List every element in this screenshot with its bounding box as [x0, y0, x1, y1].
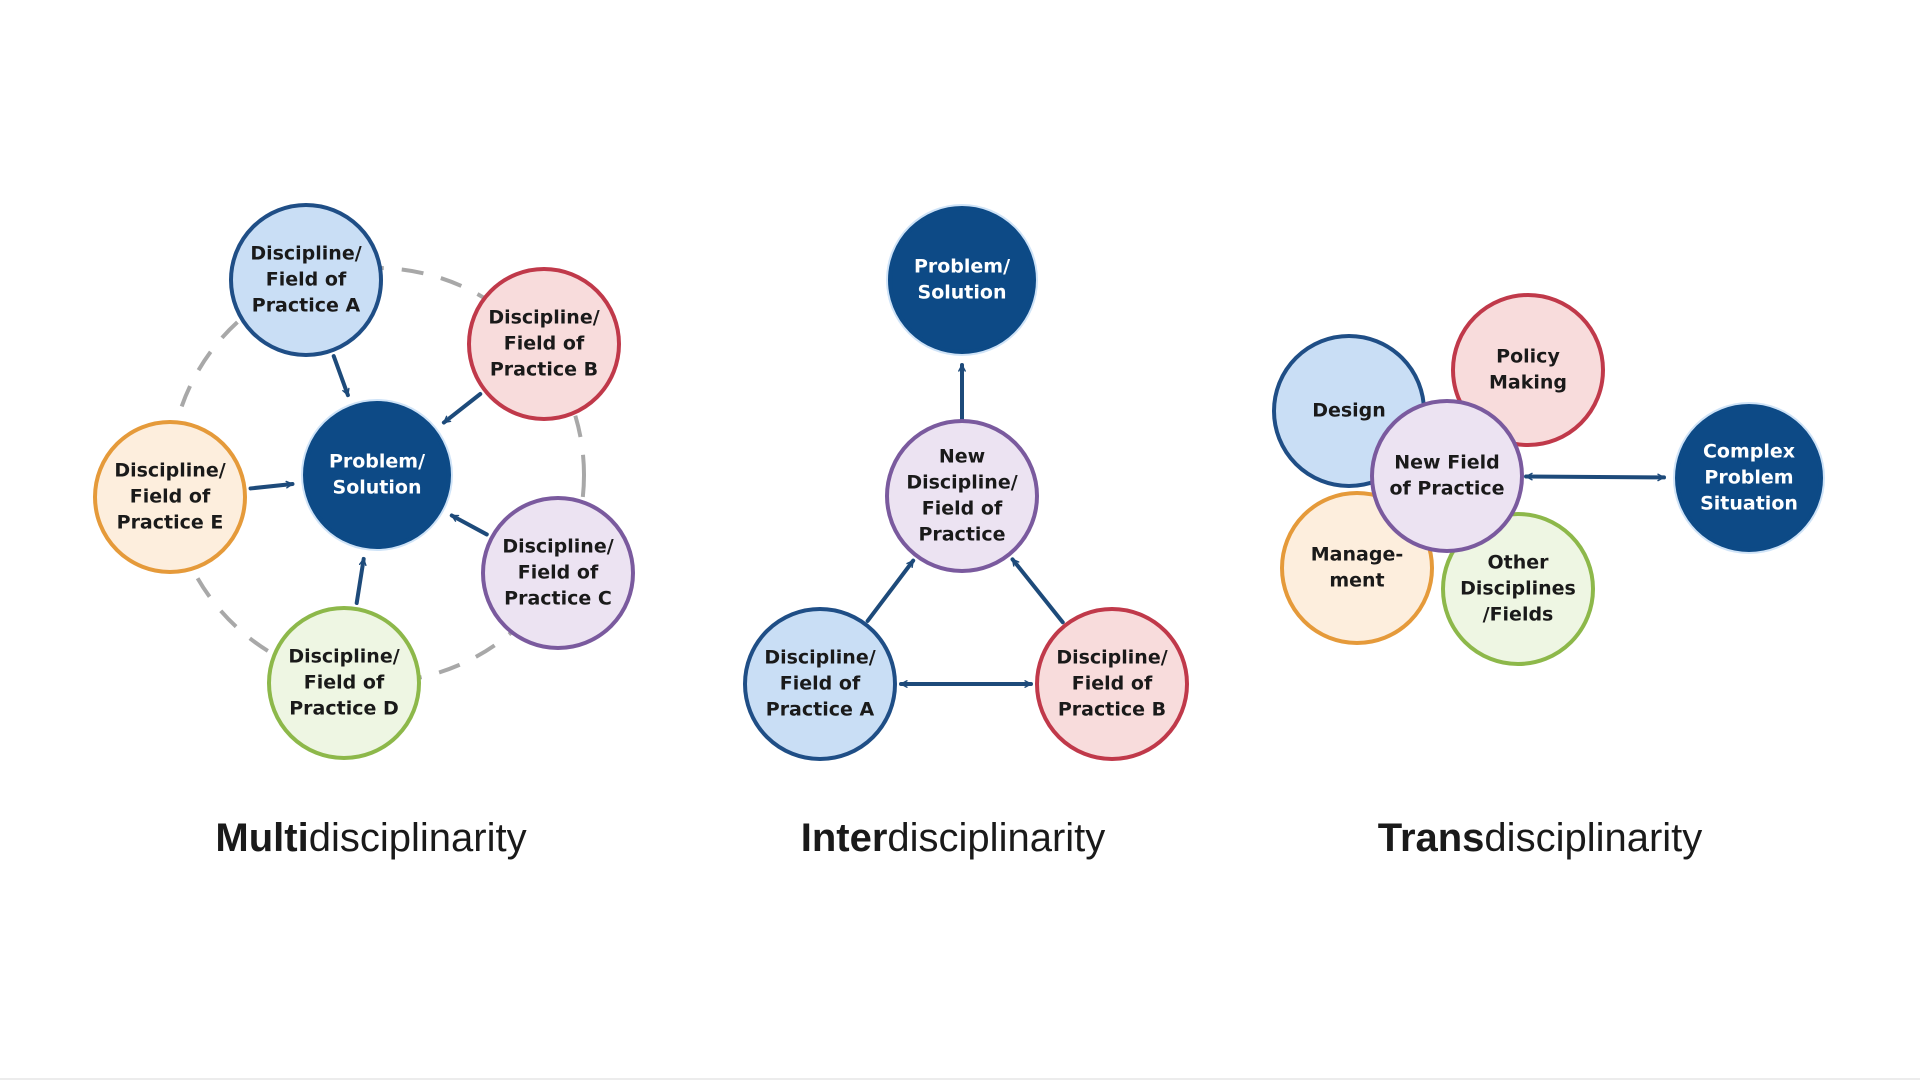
- arrow-to-problem: [354, 556, 367, 606]
- discipline-node-b: Discipline/Field of Practice B: [1035, 607, 1189, 761]
- discipline-node-b: Discipline/Field of Practice B: [467, 267, 621, 421]
- title-transdisciplinarity: Transdisciplinarity: [1378, 816, 1703, 861]
- node-label: New: [939, 446, 985, 468]
- discipline-node-e: Discipline/Field of Practice E: [93, 420, 247, 574]
- node-label: Other: [1487, 552, 1549, 574]
- node-circle: [888, 206, 1036, 354]
- node-label: Discipline/: [250, 243, 361, 265]
- arrow-to-problem: [441, 391, 483, 425]
- node-label: Discipline/: [906, 472, 1017, 494]
- node-label: Discipline/: [764, 647, 875, 669]
- arrow-to-problem: [331, 354, 350, 398]
- title-rest-part: disciplinarity: [887, 816, 1106, 860]
- node-circle: [1035, 607, 1189, 761]
- node-label: Field of: [504, 333, 585, 355]
- title-rest-part: disciplinarity: [1484, 816, 1703, 860]
- title-bold-part: Inter: [800, 816, 888, 860]
- node-label: Practice A: [766, 699, 875, 721]
- node-label: Policy: [1496, 346, 1560, 368]
- node-label: Practice D: [289, 698, 399, 720]
- node-circle: [303, 401, 451, 549]
- node-label: Field of: [304, 672, 385, 694]
- node-label: Practice E: [117, 512, 224, 534]
- node-label: Discipline/: [488, 307, 599, 329]
- node-circle: [481, 496, 635, 650]
- bottom-divider: [0, 1078, 1920, 1080]
- node-circle: [885, 419, 1039, 573]
- node-label: Field of: [1072, 673, 1153, 695]
- node-label: Practice C: [504, 588, 612, 610]
- node-circle: [267, 606, 421, 760]
- discipline-node-d: Discipline/Field of Practice D: [267, 606, 421, 760]
- node-circle: [93, 420, 247, 574]
- node-circle: [229, 203, 383, 357]
- node-circle: [1370, 399, 1524, 553]
- node-label: Practice A: [252, 295, 361, 317]
- discipline-node-a: Discipline/Field of Practice A: [743, 607, 897, 761]
- node-label: Practice B: [1058, 699, 1166, 721]
- discipline-node-a: Discipline/Field of Practice A: [229, 203, 383, 357]
- title-rest-part: disciplinarity: [308, 816, 527, 860]
- node-label: Problem/: [914, 256, 1010, 278]
- node-label: Field of: [518, 562, 599, 584]
- arrow-to-problem: [449, 513, 489, 537]
- node-label: /Fields: [1483, 604, 1554, 626]
- node-label: Solution: [918, 282, 1007, 304]
- node-circle: [1451, 293, 1605, 447]
- node-label: Situation: [1700, 493, 1798, 515]
- node-label: Problem: [1704, 467, 1793, 489]
- title-multidisciplinarity: Multidisciplinarity: [215, 816, 526, 861]
- problem-solution-node: Problem/Solution: [886, 204, 1038, 356]
- new-field-node: New Field of Practice: [1370, 399, 1524, 553]
- title-bold-part: Multi: [215, 816, 309, 860]
- node-circle: [743, 607, 897, 761]
- node-label: Field of: [780, 673, 861, 695]
- node-label: Field of: [922, 498, 1003, 520]
- title-bold-part: Trans: [1377, 816, 1485, 860]
- problem-solution-node: Problem/Solution: [301, 399, 453, 551]
- node-label: Discipline/: [502, 536, 613, 558]
- node-label: Problem/: [329, 451, 425, 473]
- discipline-node-c: Discipline/Field of Practice C: [481, 496, 635, 650]
- title-interdisciplinarity: Interdisciplinarity: [801, 816, 1106, 861]
- node-label: Field of: [130, 486, 211, 508]
- node-label: Practice B: [490, 359, 598, 381]
- node-label: Complex: [1703, 441, 1795, 463]
- node-circle: [467, 267, 621, 421]
- node-label: Manage-: [1311, 544, 1403, 566]
- node-label: ment: [1329, 570, 1384, 592]
- arrow-b-to-new: [1010, 557, 1065, 625]
- node-label: of Practice: [1389, 478, 1504, 500]
- arrow-a-to-new: [865, 558, 916, 623]
- node-circle: [1441, 512, 1595, 666]
- node-label: Solution: [333, 477, 422, 499]
- node-label: Discipline/: [1056, 647, 1167, 669]
- node-label: New Field: [1394, 452, 1499, 474]
- node-circle: [1675, 404, 1823, 552]
- node-label: Disciplines: [1460, 578, 1576, 600]
- node-label: Design: [1312, 400, 1386, 422]
- node-label: Discipline/: [288, 646, 399, 668]
- arrow-newfield-complex-bidirectional: [1523, 472, 1667, 482]
- node-label: Field of: [266, 269, 347, 291]
- node-label: Making: [1489, 372, 1567, 394]
- node-label: Discipline/: [114, 460, 225, 482]
- arrow-to-problem: [248, 480, 295, 491]
- node-label: Practice: [918, 524, 1005, 546]
